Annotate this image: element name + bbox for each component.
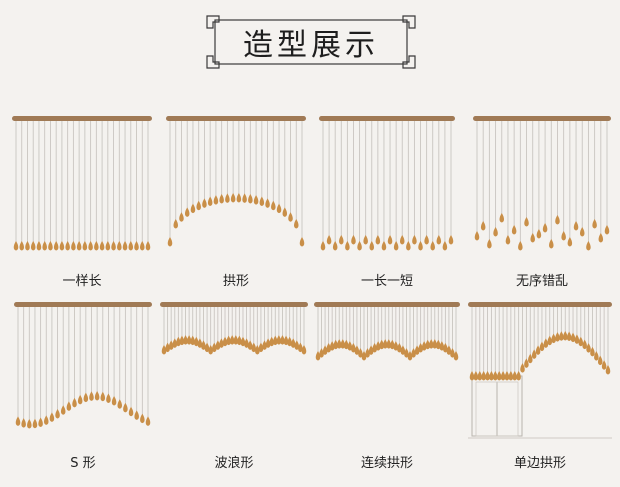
style-panel-random — [473, 114, 611, 264]
caption-arch: 拱形 — [222, 274, 249, 289]
caption-uniform: 一样长 — [62, 274, 102, 289]
curtain-arch-icon — [166, 116, 306, 247]
caption-long-short: 一长一短 — [360, 274, 413, 289]
caption-single-arch: 单边拱形 — [513, 456, 566, 471]
style-panel-single-arch — [468, 300, 612, 448]
caption-s-shape: S 形 — [70, 456, 96, 471]
style-panel-uniform — [12, 114, 152, 264]
curtain-single-arch-icon — [468, 302, 612, 439]
page-title: 造型展示 — [243, 28, 379, 63]
curtain-long-short-icon — [319, 116, 455, 251]
title-frame: 造型展示 — [205, 14, 417, 70]
curtain-uniform-icon — [12, 116, 152, 251]
frame-border-icon — [206, 15, 416, 69]
caption-random: 无序错乱 — [515, 274, 568, 289]
style-panel-continuous-arch — [314, 300, 460, 448]
caption-continuous-arch: 连续拱形 — [360, 456, 413, 471]
style-panel-long-short — [319, 114, 455, 264]
curtain-random-icon — [473, 116, 611, 251]
curtain-continuous-arch-icon — [314, 302, 460, 361]
caption-wave: 波浪形 — [214, 456, 254, 471]
style-panel-arch — [166, 114, 306, 264]
curtain-s-shape-icon — [14, 302, 152, 429]
curtain-wave-icon — [160, 302, 308, 355]
style-panel-wave — [160, 300, 308, 448]
style-panel-s-shape — [14, 300, 152, 448]
